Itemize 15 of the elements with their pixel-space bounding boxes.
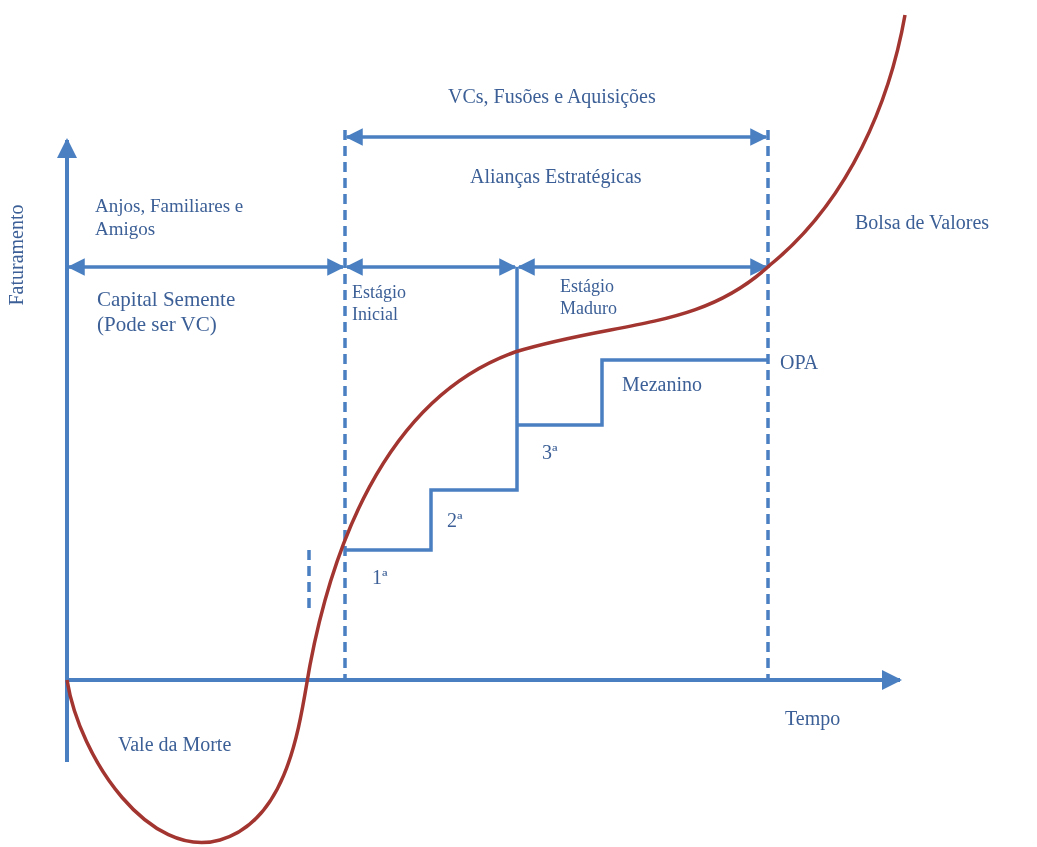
axis-label: Faturamento [3, 204, 28, 306]
stage-label: Estágio Inicial [352, 282, 407, 326]
round-number: 1ª [372, 565, 388, 589]
axis-label: Tempo [785, 706, 841, 730]
stage-label: Capital Semente (Pode ser VC) [97, 287, 237, 338]
region-label: Vale da Morte [118, 732, 232, 756]
round-number: 3ª [542, 440, 558, 464]
stage-label: Bolsa de Valores [855, 210, 990, 234]
stage-label: OPA [780, 350, 819, 374]
step-label: Mezanino [622, 372, 702, 396]
stage-label: Estágio Maduro [560, 276, 618, 320]
stage-label: Anjos, Familiares e Amigos [95, 195, 245, 241]
round-number: 2ª [447, 508, 463, 532]
range-label: Alianças Estratégicas [470, 164, 642, 188]
range-label: VCs, Fusões e Aquisições [448, 84, 656, 108]
